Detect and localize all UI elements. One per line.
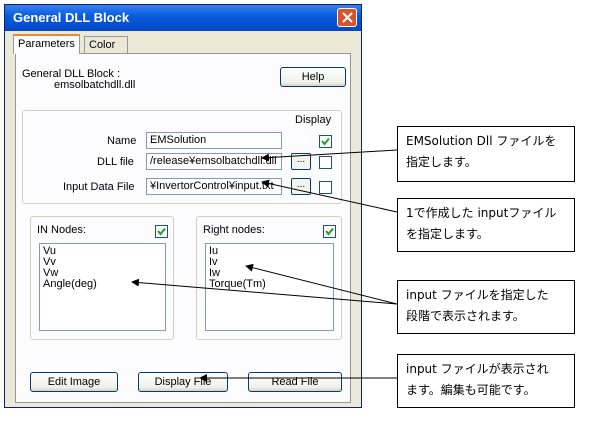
- pointer-in-nodes: [131, 278, 398, 305]
- right-nodes-list[interactable]: Iu Iv Iw Torque(Tm): [205, 243, 334, 331]
- help-button[interactable]: Help: [280, 67, 346, 87]
- callout-display-file: input ファイルが表示され ます。編集も可能です。: [397, 354, 575, 408]
- display-file-label: Display File: [154, 376, 212, 388]
- in-nodes-group: IN Nodes: Vu Vv Vw Angle(deg): [30, 216, 174, 340]
- edit-image-label: Edit Image: [47, 376, 101, 388]
- edit-image-button[interactable]: Edit Image: [30, 372, 118, 392]
- general-dll-block-dialog: General DLL Block Parameters Color Gener…: [4, 4, 362, 408]
- read-file-button[interactable]: Read File: [248, 372, 342, 392]
- name-input[interactable]: EMSolution: [146, 132, 282, 149]
- right-nodes-group: Right nodes: Iu Iv Iw Torque(Tm): [196, 216, 342, 340]
- list-item[interactable]: Iu: [209, 245, 219, 257]
- checkmark-icon: [321, 137, 330, 146]
- tab-color[interactable]: Color: [84, 36, 128, 54]
- title-bar[interactable]: General DLL Block: [5, 5, 361, 31]
- display-dll-checkbox[interactable]: [319, 156, 332, 169]
- callout-display-file-line2: ます。編集も可能です。: [406, 383, 536, 397]
- name-label: Name: [107, 135, 137, 147]
- right-nodes-label: Right nodes:: [203, 224, 265, 236]
- callout-dll-file: EMSolution Dll ファイルを 指定します。: [397, 126, 575, 182]
- dll-file-browse-button[interactable]: ...: [291, 153, 311, 170]
- checkmark-icon: [157, 227, 166, 236]
- checkmark-icon: [325, 227, 334, 236]
- block-header: General DLL Block :: [22, 68, 121, 80]
- close-icon: [342, 12, 353, 23]
- right-nodes-checkbox[interactable]: [323, 225, 336, 238]
- window-title: General DLL Block: [13, 10, 130, 25]
- display-input-checkbox[interactable]: [319, 181, 332, 194]
- list-item[interactable]: Vu: [43, 245, 57, 257]
- tab-parameters[interactable]: Parameters: [13, 34, 80, 54]
- in-nodes-checkbox[interactable]: [155, 225, 168, 238]
- callout-dll-file-line1: EMSolution Dll ファイルを: [406, 134, 557, 148]
- callout-nodes-line1: input ファイルを指定した: [406, 288, 549, 302]
- pointer-right-nodes: [245, 263, 398, 305]
- settings-group: Display Name EMSolution DLL file /releas…: [22, 110, 342, 204]
- callout-display-file-line1: input ファイルが表示され: [406, 362, 549, 376]
- list-item[interactable]: Torque(Tm): [209, 278, 266, 290]
- list-item[interactable]: Angle(deg): [43, 278, 97, 290]
- list-item[interactable]: Iw: [209, 267, 220, 279]
- callout-input-file-line1: 1で作成した inputファイル: [406, 206, 557, 220]
- callout-dll-file-line2: 指定します。: [406, 155, 477, 169]
- dll-file-label: DLL file: [97, 156, 134, 168]
- callout-input-file: 1で作成した inputファイル を指定します。: [397, 198, 575, 252]
- list-item[interactable]: Vw: [43, 267, 59, 279]
- help-button-label: Help: [301, 71, 325, 83]
- pointer-dll-file: [261, 149, 398, 162]
- parameters-panel: General DLL Block : emsolbatchdll.dll He…: [15, 53, 351, 403]
- callout-nodes-line2: 段階で表示されます。: [406, 309, 525, 323]
- list-item[interactable]: Vv: [43, 256, 56, 268]
- pointer-input-file: [261, 179, 398, 213]
- read-file-label: Read File: [271, 376, 319, 388]
- in-nodes-label: IN Nodes:: [37, 224, 86, 236]
- tab-parameters-label: Parameters: [18, 38, 75, 50]
- input-data-file-label: Input Data File: [63, 181, 135, 193]
- callout-input-file-line2: を指定します。: [406, 227, 489, 241]
- display-header: Display: [295, 114, 332, 126]
- input-data-file-input[interactable]: ¥InvertorControl¥input.txt: [146, 178, 282, 195]
- tab-color-label: Color: [89, 39, 116, 51]
- dll-file-input[interactable]: /release¥emsolbatchdll.dll: [146, 153, 282, 170]
- close-button[interactable]: [337, 8, 357, 27]
- dll-name: emsolbatchdll.dll: [54, 79, 136, 91]
- callout-nodes: input ファイルを指定した 段階で表示されます。: [397, 280, 575, 334]
- list-item[interactable]: Iv: [209, 256, 218, 268]
- in-nodes-list[interactable]: Vu Vv Vw Angle(deg): [39, 243, 166, 331]
- display-name-checkbox[interactable]: [319, 135, 332, 148]
- input-file-browse-button[interactable]: ...: [291, 178, 311, 195]
